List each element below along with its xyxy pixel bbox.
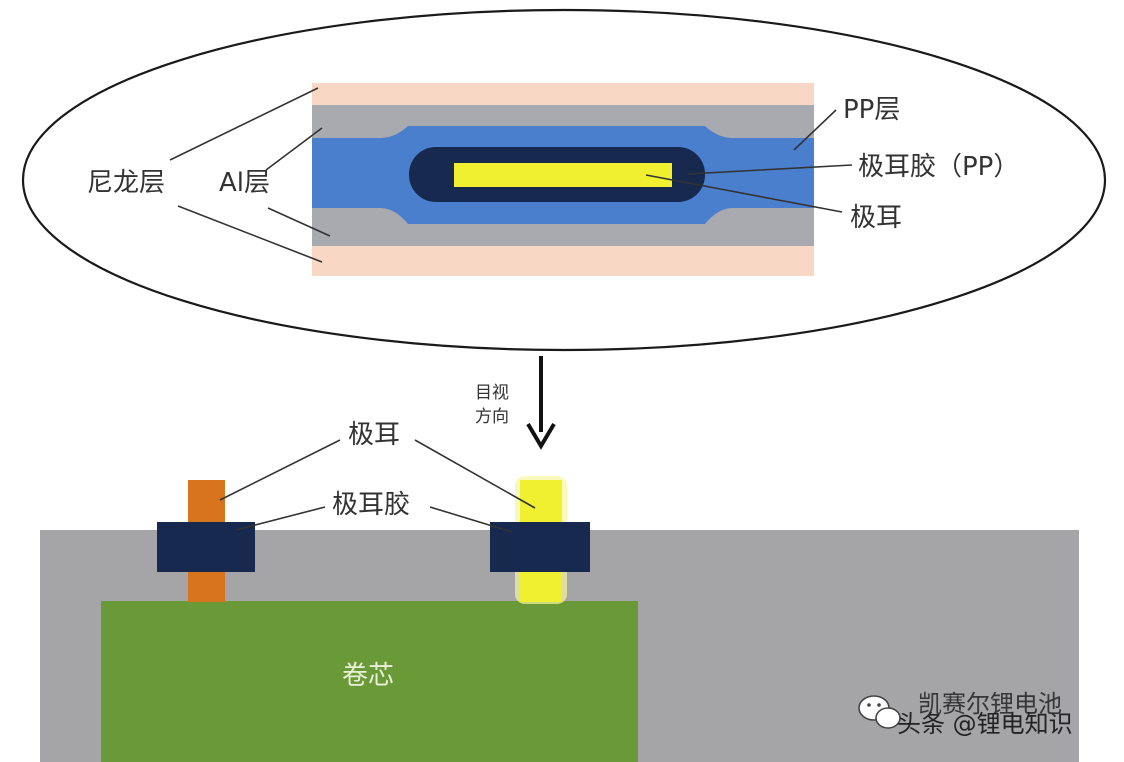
jelly-roll: [101, 601, 638, 762]
leader-tab-right: [414, 439, 536, 509]
leader-pp: [793, 109, 837, 151]
tab-label-bottom: 极耳: [348, 420, 400, 450]
pp-layer-label: PP层: [843, 95, 900, 125]
tab-glue-label: 极耳胶: [332, 490, 410, 520]
watermark: 凯赛尔锂电池 头条 @锂电知识: [858, 690, 1073, 738]
leader-glue-left: [235, 506, 326, 531]
leader-tab-glue-pp: [687, 164, 853, 175]
view-direction-label-1: 目视: [475, 383, 509, 403]
tab-label-top: 极耳: [850, 203, 902, 233]
watermark-text-front: 头条 @锂电知识: [897, 710, 1073, 738]
watermark-text-back: 凯赛尔锂电池: [918, 690, 1062, 718]
leader-glue-right: [429, 506, 513, 533]
leader-tab-top: [645, 174, 843, 213]
tab-metal: [454, 163, 672, 187]
nylon-layer-bottom: [312, 246, 814, 276]
magnify-ellipse: [21, 8, 1107, 352]
nylon-layer-label: 尼龙层: [87, 168, 165, 198]
cross-section-magnified: 尼龙层 Al层 PP层 极耳胶（PP） 极耳: [21, 8, 1107, 352]
leader-nylon-bottom: [177, 205, 323, 263]
leader-al-top: [265, 127, 323, 171]
jelly-roll-label: 卷芯: [342, 661, 394, 691]
leader-tab-left: [219, 439, 341, 501]
leader-nylon-top: [169, 87, 319, 161]
tab-glue-left: [157, 522, 255, 572]
wechat-icon: [858, 695, 901, 729]
tab-glue-pp-label: 极耳胶（PP）: [858, 152, 1019, 182]
nylon-layer-top: [312, 83, 814, 105]
leader-al-bottom: [267, 207, 331, 237]
al-layer-label: Al层: [219, 168, 270, 198]
view-direction-label-2: 方向: [475, 407, 509, 427]
cell-top-view: 极耳 极耳胶 卷芯: [40, 420, 1079, 762]
view-direction: 目视 方向: [475, 356, 556, 450]
view-arrow-head-icon: [526, 422, 556, 450]
